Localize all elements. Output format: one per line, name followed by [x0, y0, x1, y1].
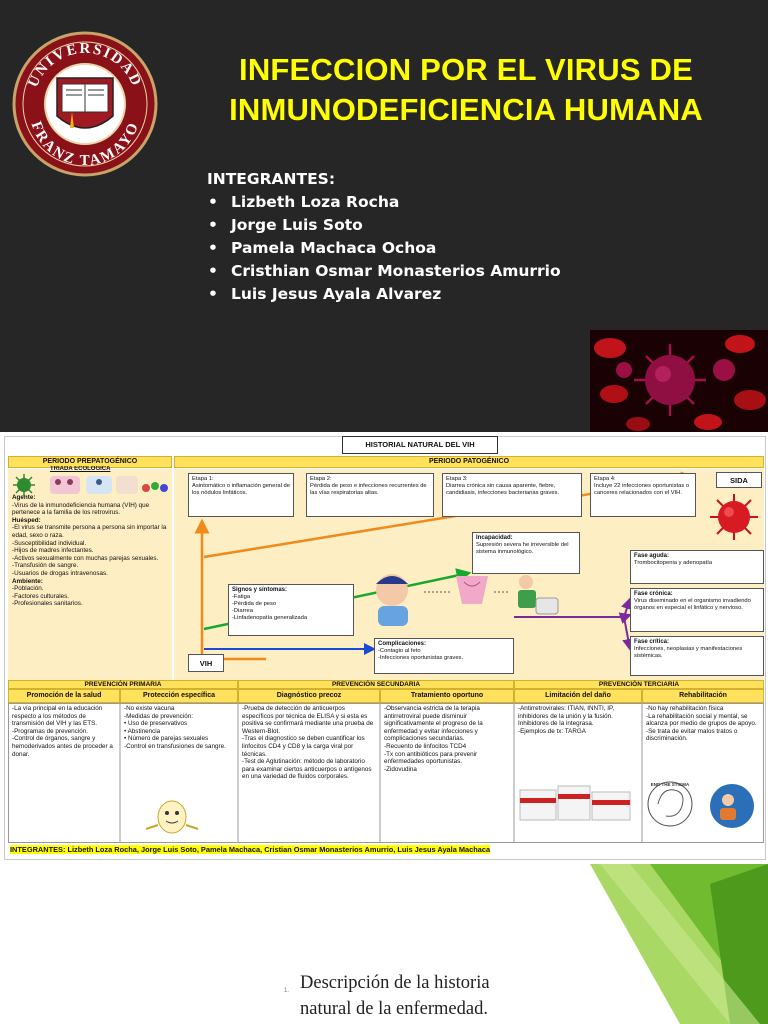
chronic-phase-box: Fase crónica:Virus diseminado en el orga… [630, 588, 764, 632]
rehabilitation-text: -No hay rehabilitación física -La rehabi… [646, 705, 757, 743]
end-stigma-icon: END THE STIGMA [647, 781, 754, 828]
health-promotion-text: -La vía principal en la educación respec… [12, 705, 113, 758]
environment-text: -Población. -Factores culturales. -Profe… [12, 585, 83, 608]
slide-number: 1. [284, 988, 290, 994]
column-header: Protección específica [120, 689, 238, 703]
stage-1-box: Etapa 1:Asintomático o inflamación gener… [188, 473, 294, 517]
host-heading: Huésped: [12, 516, 41, 524]
specific-protection-text: -No existe vacuna -Medidas de prevención… [124, 705, 226, 750]
hiv-virus-icon [710, 494, 758, 540]
integrantes-bar: INTEGRANTES: Lizbeth Loza Rocha, Jorge L… [8, 844, 762, 856]
acute-phase-box: Fase aguda:Trombocitopenia y adenopatía [630, 550, 764, 584]
primary-prevention-header: PREVENCIÓN PRIMARIA [8, 680, 238, 689]
signs-symptoms-box: Signos y síntomas:-Fatiga -Pérdida de pe… [228, 584, 354, 636]
stage-2-box: Etapa 2:Pérdida de peso e infecciones re… [306, 473, 434, 517]
condom-mascot-icon [145, 800, 199, 834]
care-icon [86, 476, 112, 494]
column-header: Rehabilitación [642, 689, 764, 703]
column-header: Limitación del daño [514, 689, 642, 703]
infographic-title: HISTORIAL NATURAL DEL VIH [342, 436, 498, 454]
pathogenic-header: PERIODO PATOGÉNICO [174, 456, 764, 468]
sick-person-icon [376, 574, 408, 626]
team-member: Lizbeth Loza Rocha [207, 191, 567, 214]
hands-icon [116, 476, 138, 494]
timely-treatment-text: -Observancia estricta de la terapia anti… [384, 705, 483, 773]
virus-icon [13, 474, 35, 496]
university-logo: UNIVERSIDAD FRANZ TAMAYO [12, 31, 158, 177]
stage-3-box: Etapa 3:Diarrea crónica sin causa aparen… [442, 473, 582, 517]
environment-heading: Ambiente: [12, 577, 43, 585]
medication-boxes-icon [519, 785, 631, 821]
prepatogenic-zone [8, 469, 172, 680]
team-member: Luis Jesus Ayala Alvarez [207, 283, 567, 306]
team-member: Jorge Luis Soto [207, 214, 567, 237]
abdomen-icon [456, 576, 488, 604]
presentation-title: INFECCION POR EL VIRUS DE INMUNODEFICIEN… [229, 52, 703, 127]
subtitle-slide: 1. Descripción de la historia natural de… [0, 864, 768, 1024]
early-diagnosis-text: -Prueba de detección de anticuerpos espe… [242, 705, 374, 781]
column-header: Diagnóstico precoz [238, 689, 380, 703]
column-header: Tratamiento oportuno [380, 689, 514, 703]
virus-illustration [590, 330, 768, 432]
integrantes-text: INTEGRANTES: Lizbeth Loza Rocha, Jorge L… [10, 845, 491, 854]
stage-4-box: Etapa 4:Incluye 22 infecciones oportunis… [590, 473, 696, 517]
title-slide: UNIVERSIDAD FRANZ TAMAYO INFECCION POR E… [0, 0, 768, 432]
green-triangles-decoration [590, 864, 768, 1024]
triad-icons [13, 474, 168, 496]
team-member: Cristhian Osmar Monasterios Amurrio [207, 260, 567, 283]
slide-subtitle: Descripción de la historia natural de la… [300, 973, 490, 1019]
incapacity-box: Incapacidad:Supresión severa he irrevers… [472, 532, 580, 574]
critical-phase-box: Fase crítica:Infecciones, neoplasias y m… [630, 636, 764, 676]
secondary-prevention-header: PREVENCIÓN SECUNDARIA [238, 680, 514, 689]
prepatogenic-text: Agente: -Virus de la inmunodeficiencia h… [12, 494, 170, 678]
team-list: INTEGRANTES: Lizbeth Loza Rocha Jorge Lu… [207, 168, 567, 306]
team-member: Pamela Machaca Ochoa [207, 237, 567, 260]
toilet-icon [518, 575, 559, 615]
agent-text: -Virus de la inmunodeficiencia humana (V… [12, 501, 150, 517]
natural-history-infographic: HISTORIAL NATURAL DEL VIH PERIODO PREPAT… [0, 432, 768, 864]
vih-box: VIH [188, 654, 224, 672]
team-heading: INTEGRANTES: [207, 170, 336, 188]
sida-box: SIDA [716, 472, 762, 488]
stigma-badge-text: END THE STIGMA [651, 782, 690, 787]
tertiary-prevention-header: PREVENCIÓN TERCIARIA [514, 680, 764, 689]
triad-label: TRIADA ECOLÓGICA [50, 466, 111, 472]
people-icon [50, 476, 80, 494]
complications-box: Complicaciones:-Contagio al feto -Infecc… [374, 638, 514, 674]
group-icon [142, 482, 168, 492]
column-header: Promoción de la salud [8, 689, 120, 703]
damage-limitation-text: -Antirretrovirales: ITIAN, INNTI, IP, in… [518, 705, 615, 735]
prevention-grid [8, 703, 764, 843]
prepatogenic-header: PERIODO PREPATOGÉNICO [8, 456, 172, 468]
agent-heading: Agente: [12, 494, 36, 501]
patient-illustration [376, 574, 559, 626]
host-text: -El virus se transmite persona a persona… [12, 524, 167, 577]
